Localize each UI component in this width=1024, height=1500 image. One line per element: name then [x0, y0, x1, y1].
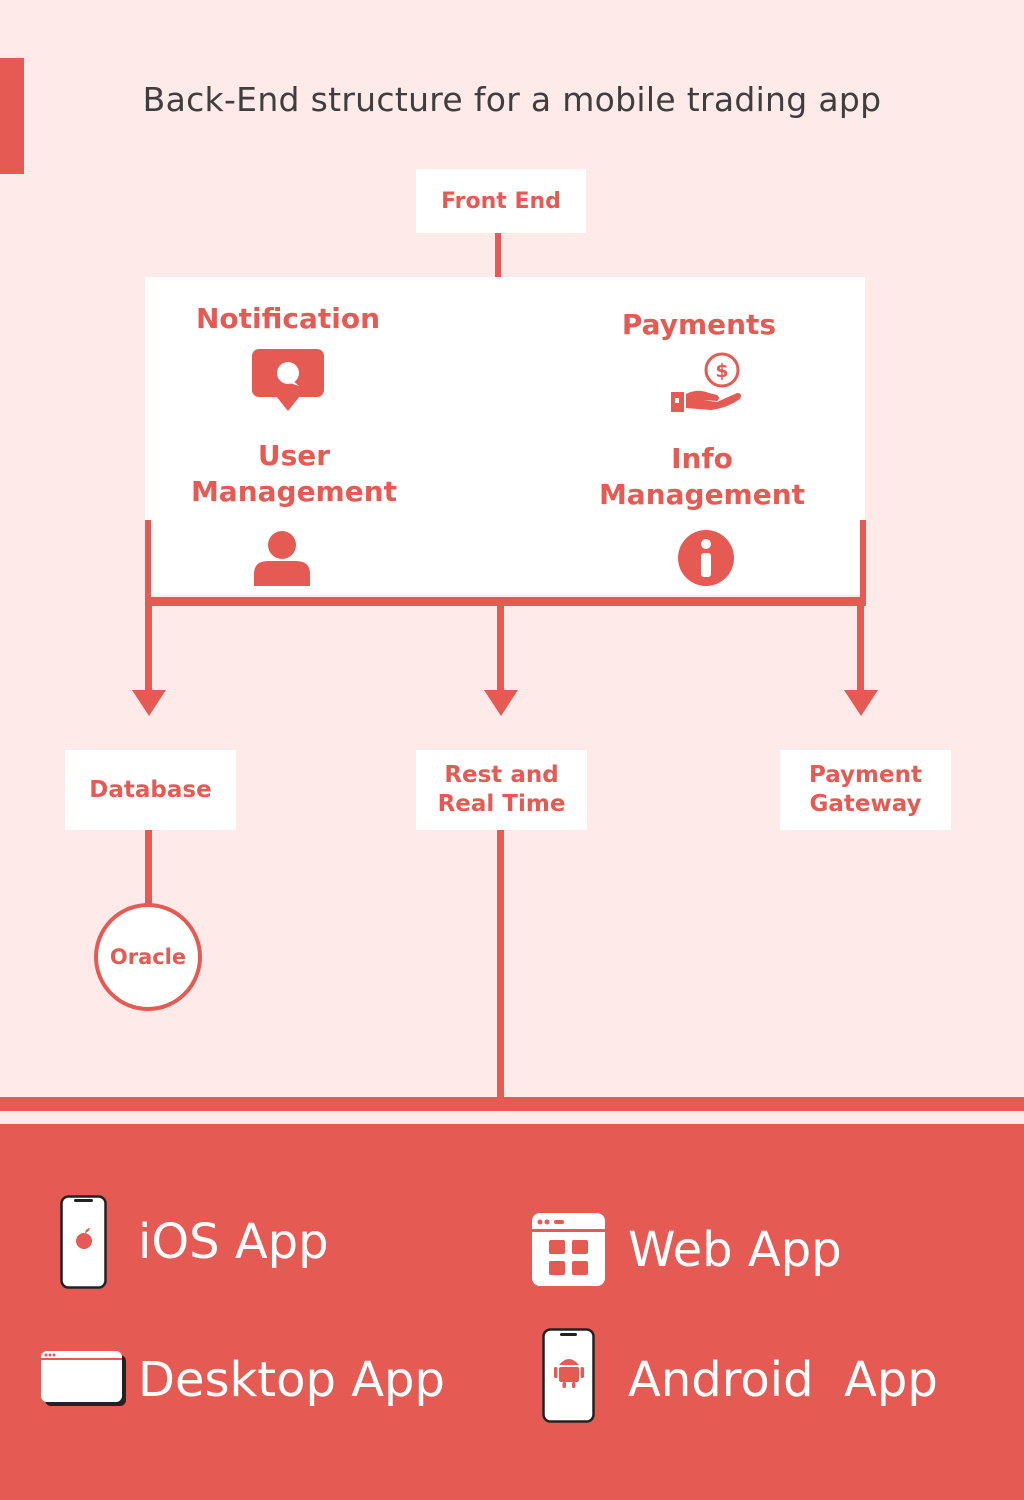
- connector-to-database: [145, 603, 152, 695]
- database-box: Database: [65, 750, 236, 830]
- rest-real-time-box: Rest and Real Time: [416, 750, 587, 830]
- front-end-box: Front End: [416, 169, 586, 233]
- arrow-down-icon: [132, 690, 166, 720]
- info-management-label: Info Management: [568, 441, 836, 513]
- payments-label: Payments: [621, 308, 777, 341]
- arrow-down-icon: [484, 690, 518, 720]
- web-app-label: Web App: [628, 1222, 842, 1278]
- front-end-label: Front End: [441, 188, 561, 214]
- oracle-circle: Oracle: [94, 903, 202, 1011]
- payment-gateway-box: Payment Gateway: [780, 750, 951, 830]
- user-management-line-1: User: [257, 439, 331, 472]
- desktop-window-icon: [40, 1350, 128, 1412]
- android-app-label: Android App: [628, 1352, 938, 1408]
- user-management-label: User Management: [160, 438, 428, 510]
- connector-database-oracle: [145, 830, 152, 905]
- gateway-line-1: Payment: [809, 762, 922, 788]
- database-label: Database: [89, 776, 212, 803]
- accent-bar: [0, 58, 24, 174]
- info-management-line-1: Info: [671, 442, 733, 475]
- oracle-label: Oracle: [109, 945, 187, 969]
- ios-app-label: iOS App: [138, 1214, 329, 1270]
- web-window-icon: [532, 1213, 606, 1291]
- connector-horizontal-bar: [145, 597, 866, 606]
- hand-coin-icon: $: [669, 352, 745, 418]
- rest-line-2: Real Time: [437, 791, 566, 817]
- info-icon: [678, 530, 734, 590]
- backend-services-panel: [145, 277, 865, 595]
- user-icon: [253, 530, 311, 590]
- page-title: Back-End structure for a mobile trading …: [142, 80, 882, 119]
- gateway-line-2: Gateway: [809, 791, 922, 817]
- notification-label: Notification: [195, 302, 381, 335]
- connector-side-left: [145, 520, 151, 606]
- apps-divider-line: [0, 1097, 1024, 1111]
- arrow-down-icon: [844, 690, 878, 720]
- connector-to-gateway: [857, 603, 864, 695]
- info-management-line-2: Management: [598, 478, 806, 511]
- svg-text:$: $: [715, 360, 728, 382]
- connector-side-right: [860, 520, 866, 606]
- connector-rest-to-apps: [497, 830, 504, 1102]
- apps-section: [0, 1124, 1024, 1500]
- connector-front-end: [495, 233, 501, 278]
- android-phone-icon: [542, 1328, 596, 1428]
- iphone-icon: [60, 1195, 108, 1293]
- rest-line-1: Rest and: [444, 762, 559, 788]
- connector-to-rest: [497, 603, 504, 695]
- chat-bubble-icon: [252, 349, 326, 417]
- user-management-line-2: Management: [190, 475, 398, 508]
- desktop-app-label: Desktop App: [138, 1352, 445, 1408]
